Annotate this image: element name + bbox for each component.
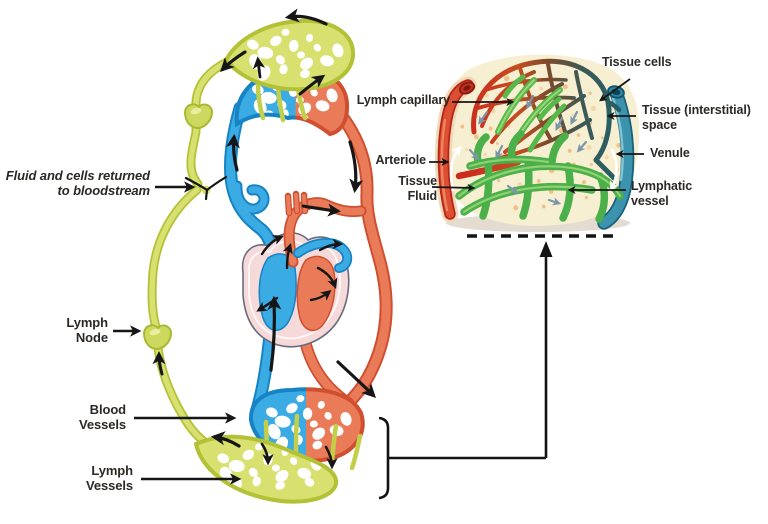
label-leader-arrows [113, 181, 242, 485]
bracket [378, 416, 390, 500]
vessel-flow-arrows [449, 145, 620, 192]
connector-arrowhead [539, 241, 553, 257]
label-lymphatic-vessel: Lymphatic vessel [631, 179, 693, 208]
flow-arrows [152, 8, 376, 470]
label-venule: Venule [650, 146, 690, 160]
tissue-fluid-arrows [468, 94, 588, 206]
inset-connector [378, 234, 616, 500]
leader-tissue-fluid [431, 183, 476, 192]
aorta [283, 190, 367, 268]
label-lymph-vessels: Lymph Vessels [85, 463, 133, 494]
arteriole-vessel [434, 76, 477, 223]
venule-flow-arrow [610, 148, 620, 192]
label-tissue-cells: Tissue cells [602, 55, 672, 69]
artery-path [330, 103, 393, 411]
label-blood-vessels: Blood Vessels [78, 402, 126, 433]
label-tissue-interstitial-space: Tissue (interstitial) space [642, 103, 751, 132]
lymph-node-upper [183, 103, 214, 130]
inset-label-leaders [429, 78, 644, 194]
heart-left-chambers [296, 255, 336, 332]
label-lymph-capillary: Lymph capillary [356, 93, 450, 107]
label-lymph-node: Lymph Node [66, 315, 108, 346]
lymphatic-vessel-mesh [455, 130, 624, 223]
label-fluid-returned: Fluid and cells returned to bloodstream [6, 168, 150, 198]
leader-tissue-cells [599, 78, 631, 102]
arteriole-flow-arrow [449, 145, 462, 192]
lymph-vein-junction [184, 175, 228, 201]
lymph-stems-top [255, 81, 308, 123]
label-arteriole: Arteriole [375, 153, 426, 167]
lymph-node-lower [142, 324, 173, 351]
top-lymphatic-capillaries [224, 18, 356, 92]
label-tissue-fluid: Tissue Fluid [398, 174, 437, 203]
label-fluid-returned-line2: to bloodstream [57, 183, 151, 199]
tissue-inset [434, 54, 640, 232]
aortic-arch-branches [284, 190, 309, 217]
label-fluid-returned-line1: Fluid and cells returned [5, 168, 150, 183]
vein-upper [223, 101, 279, 267]
